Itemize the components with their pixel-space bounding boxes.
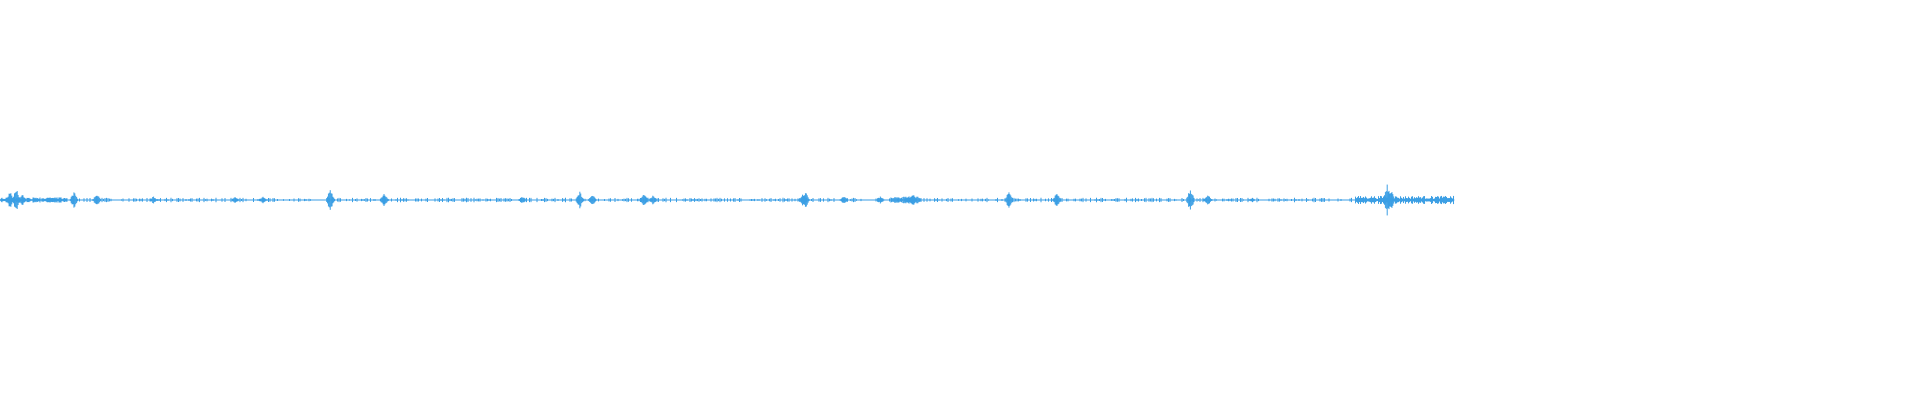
waveform-trace xyxy=(0,184,1455,216)
